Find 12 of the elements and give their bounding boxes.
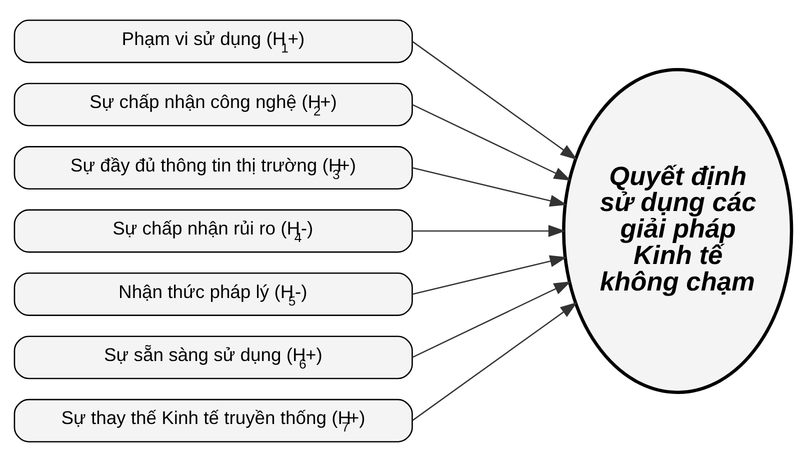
node-box: Sự chấp nhận rủi ro (H$_{4}$-) bbox=[13, 208, 412, 252]
node-box: Sự sẵn sàng sử dụng (H$_{6}$+) bbox=[13, 335, 412, 379]
node-box: Sự thay thế Kinh tế truyền thống (H$_{7}$+) bbox=[13, 398, 412, 442]
node-box: Sự đầy đủ thông tin thị trường (H$_{3}$+) bbox=[13, 146, 412, 190]
arrow bbox=[412, 166, 566, 206]
arrow bbox=[411, 103, 571, 180]
arrow bbox=[411, 40, 577, 160]
arrow bbox=[411, 302, 577, 421]
arrow bbox=[411, 280, 571, 358]
node-ellipse: Quyết định sử dụng các giải pháp Kinh tế không chạm bbox=[562, 68, 793, 394]
arrow bbox=[412, 254, 566, 294]
arrow bbox=[412, 224, 566, 236]
